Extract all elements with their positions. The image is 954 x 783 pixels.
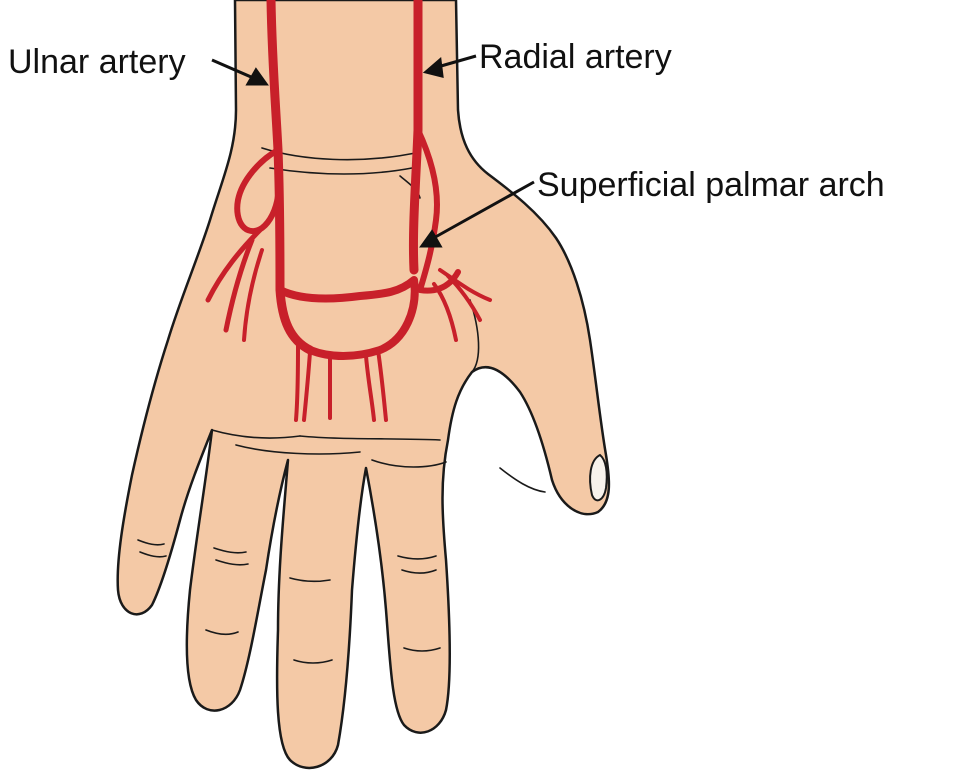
superficial-palmar-arch-label: Superficial palmar arch (537, 166, 885, 204)
radial-pointer-head (422, 57, 444, 78)
pointer-arrows (211, 54, 535, 248)
arch-pointer-head (419, 229, 443, 248)
radial-artery-label: Radial artery (479, 38, 672, 76)
ulnar-artery-label: Ulnar artery (8, 43, 186, 81)
hand-outline (116, 0, 611, 770)
ulnar-pointer-head (245, 67, 269, 86)
arch-pointer-line (429, 180, 535, 242)
superficial-palmar-arch-vessel (276, 276, 419, 360)
finger-creases (137, 467, 546, 664)
thumb-nail (589, 453, 608, 502)
ulnar-pointer-line (211, 58, 259, 82)
arteries (205, 0, 492, 422)
